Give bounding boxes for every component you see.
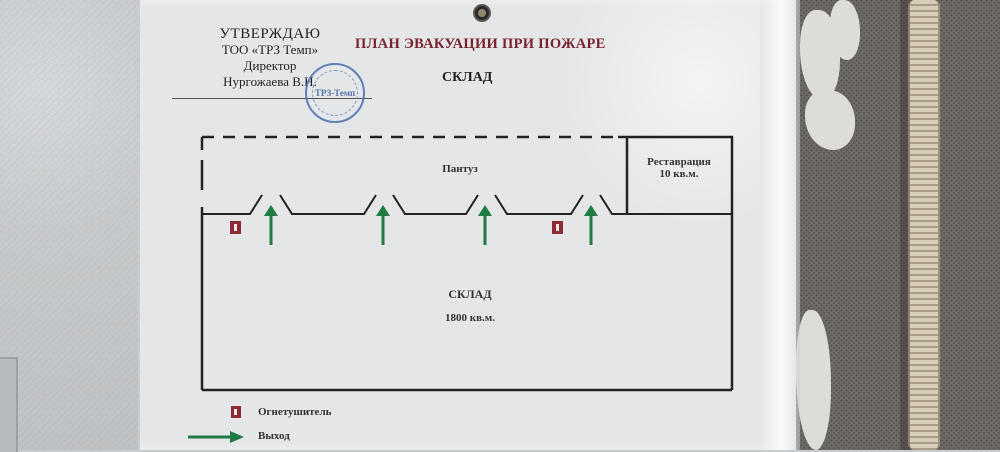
restoration-label: Реставрация 10 кв.м. [628,156,730,180]
glare [560,0,760,230]
approval-name: Нургожаева В.Н. [223,74,317,89]
signature-line [172,98,372,99]
approval-position: Директор [243,58,297,73]
exit-arrows [264,205,598,245]
right-wall [618,135,734,390]
warehouse-label: СКЛАД [448,287,492,301]
corridor-label: Пантуз [442,163,478,175]
legend-exit-label: Выход [258,430,290,442]
corrugated-conduit [908,0,940,450]
approval-block: УТВЕРЖДАЮ ТОО «ТРЗ Темп» Директор Нургож… [190,26,350,90]
approval-company: ТОО «ТРЗ Темп» [221,42,319,57]
legend-exit-arrow-icon [188,431,244,443]
screw-icon [473,4,491,22]
approval-heading: УТВЕРЖДАЮ [219,26,321,42]
legend-extinguisher-label: Огнетушитель [258,406,332,418]
laminate-edge [760,0,800,450]
extinguisher-icon [230,221,563,234]
plan-title: ПЛАН ЭВАКУАЦИИ ПРИ ПОЖАРЕ [355,36,606,52]
plaster-patch [796,310,831,450]
wall-texture [0,0,138,450]
legend-extinguisher-icon [231,406,241,418]
wall-bracket [0,357,18,452]
plaster-patch [830,0,860,60]
wall-left [0,0,138,450]
plaster-patch [805,90,855,150]
warehouse-area: 1800 кв.м. [444,312,496,324]
company-stamp: ТРЗ-Темп [305,63,365,123]
plan-subtitle: СКЛАД [442,70,493,85]
restoration-name: Реставрация [647,156,711,168]
restoration-area: 10 кв.м. [659,168,699,180]
